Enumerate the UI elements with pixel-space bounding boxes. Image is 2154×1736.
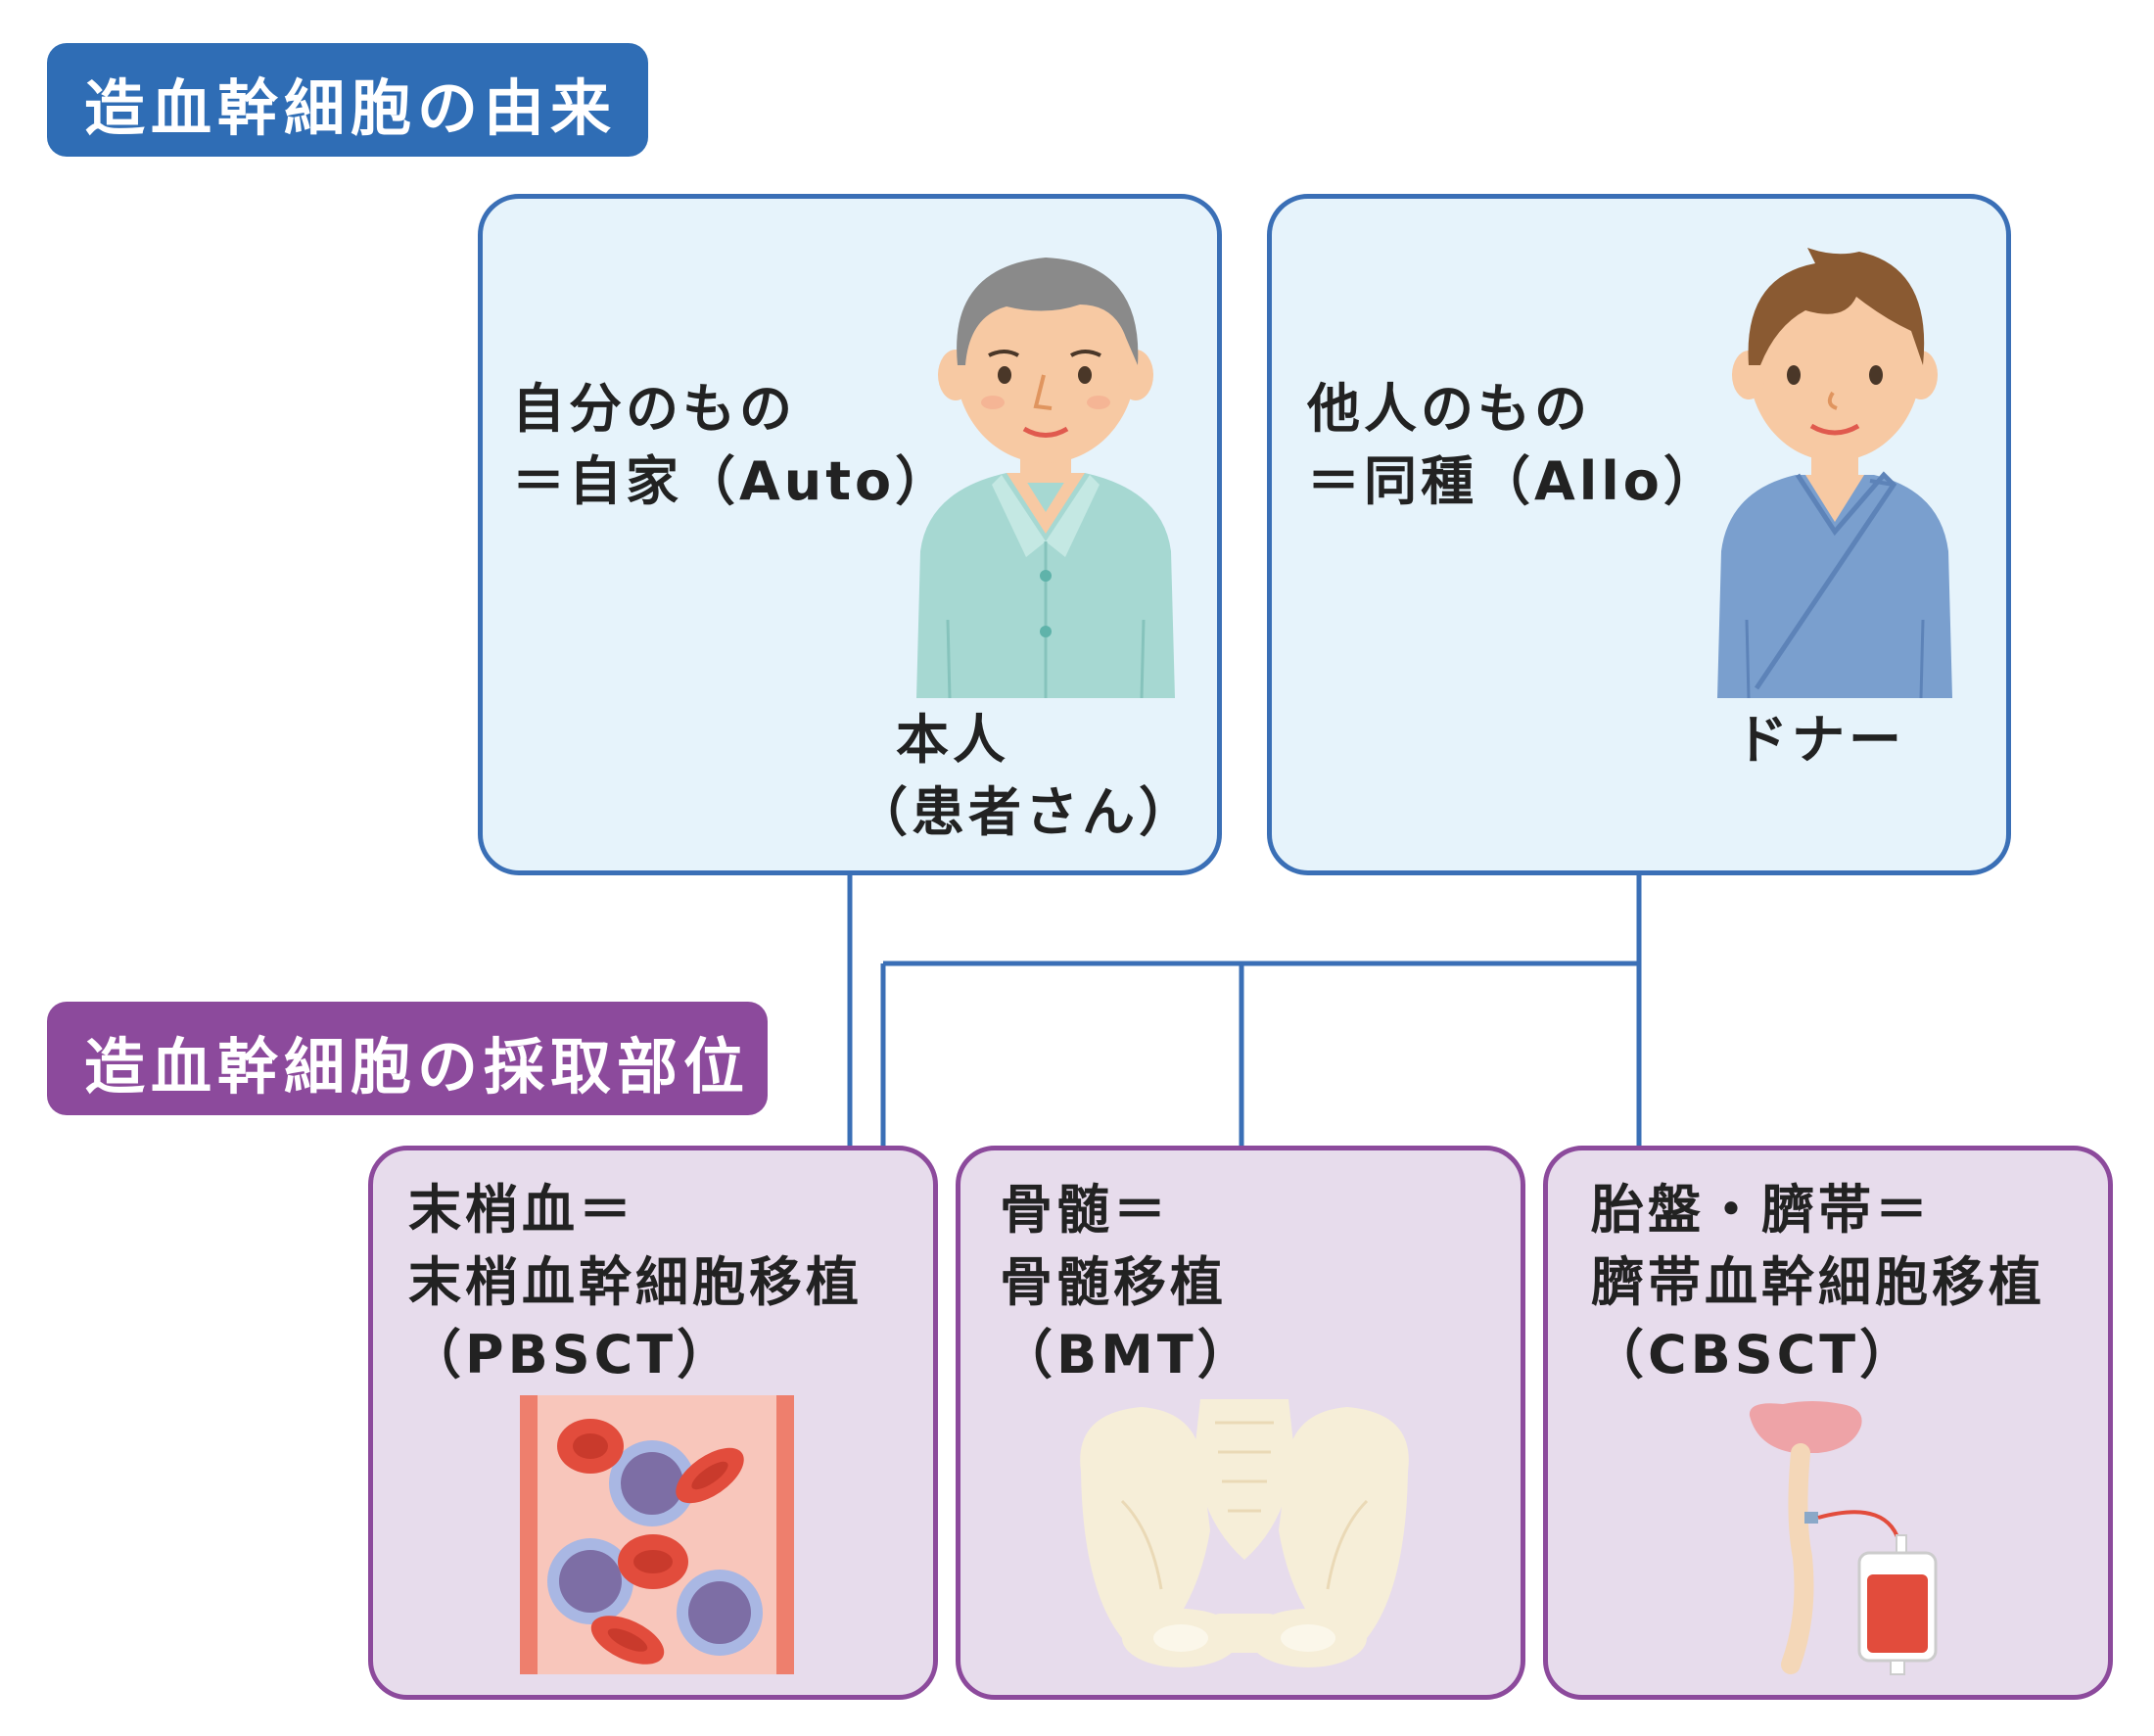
- cbsct-line2: 臍帯血幹細胞移植: [1591, 1251, 2045, 1313]
- donor-illustration: [1717, 248, 1952, 698]
- patient-illustration: [916, 258, 1175, 698]
- origin-section-tag: 造血幹細胞の由来: [47, 43, 648, 157]
- allogeneic-box: 他人のもの ＝同種（Allo） ドナー: [1267, 194, 2011, 875]
- pbsct-line1: 末梢血＝: [408, 1179, 635, 1241]
- harvest-site-section-tag: 造血幹細胞の採取部位: [47, 1002, 768, 1115]
- cbsct-box: 胎盤・臍帯＝ 臍帯血幹細胞移植 （CBSCT）: [1543, 1146, 2113, 1700]
- donor-label: ドナー: [1735, 709, 1905, 771]
- autologous-box: 自分のもの ＝自家（Auto） 本人 （患者さん）: [478, 194, 1222, 875]
- blood-vessel-illustration: [520, 1395, 794, 1674]
- bmt-box: 骨髄＝ 骨髄移植 （BMT）: [956, 1146, 1525, 1700]
- patient-label-line2: （患者さん）: [855, 781, 1195, 843]
- allogeneic-line1: 他人のもの: [1307, 378, 1591, 440]
- bmt-line1: 骨髄＝: [1000, 1179, 1170, 1241]
- autologous-line1: 自分のもの: [512, 378, 796, 440]
- cbsct-line3: （CBSCT）: [1591, 1324, 1917, 1385]
- autologous-line2: ＝自家（Auto）: [512, 450, 953, 512]
- pbsct-line3: （PBSCT）: [408, 1324, 734, 1385]
- bmt-line2: 骨髄移植: [1000, 1251, 1227, 1313]
- patient-label-line1: 本人: [896, 709, 1009, 771]
- bmt-line3: （BMT）: [1000, 1324, 1254, 1385]
- pbsct-box: 末梢血＝ 末梢血幹細胞移植 （PBSCT）: [368, 1146, 938, 1700]
- allogeneic-line2: ＝同種（Allo）: [1307, 450, 1720, 512]
- cbsct-line1: 胎盤・臍帯＝: [1591, 1179, 1932, 1241]
- pelvis-bone-illustration: [1080, 1399, 1409, 1667]
- pbsct-line2: 末梢血幹細胞移植: [408, 1251, 863, 1313]
- umbilical-cord-blood-illustration: [1749, 1401, 1938, 1675]
